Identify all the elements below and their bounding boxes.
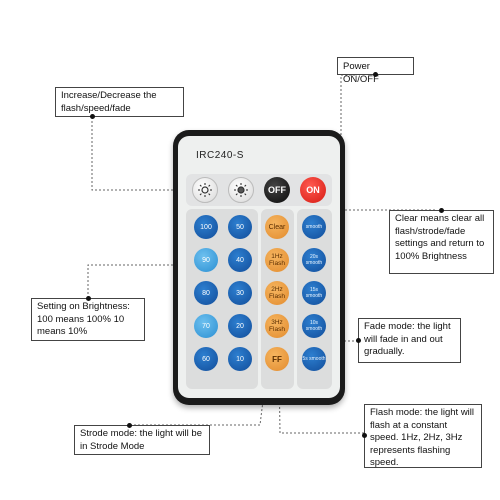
strode-button[interactable]: FF (265, 347, 289, 371)
increase-connector (91, 117, 213, 191)
strode-label: FF (272, 354, 282, 364)
brightness-20-label: 20 (236, 322, 244, 330)
on-label: ON (306, 185, 320, 195)
strode-callout: Strode mode: the light will be in Strode… (74, 423, 210, 455)
off-label: OFF (268, 185, 286, 195)
brightness-connector (87, 264, 190, 298)
brightness-30-button[interactable]: 30 (228, 281, 252, 305)
on-button[interactable]: ON (300, 177, 326, 203)
brightness-100-label: 100 (200, 223, 212, 231)
brightness-20-button[interactable]: 20 (228, 314, 252, 338)
brightness-60-button[interactable]: 60 (194, 347, 218, 371)
remote-face: IRC240-S (178, 136, 340, 398)
brightness-down-button[interactable] (228, 177, 254, 203)
smooth-5s-label: 5s smooth (302, 356, 326, 362)
smooth-15s-button[interactable]: 15s smooth (302, 281, 326, 305)
brightness-10-label: 10 (236, 355, 244, 363)
smooth-15s-label: 15s smooth (305, 287, 323, 299)
increase-callout: Increase/Decrease the flash/speed/fade (55, 87, 184, 119)
remote-control: IRC240-S (173, 130, 345, 405)
flash-1hz-button[interactable]: 1Hz Flash (265, 248, 289, 272)
fade-callout-text: Fade mode: the light will fade in and ou… (364, 321, 451, 357)
strode-callout-text: Strode mode: the light will be in Strode… (80, 428, 202, 452)
brightness-90-button[interactable]: 90 (194, 248, 218, 272)
flash-2hz-label: 2Hz Flash (269, 286, 285, 300)
fade-callout: Fade mode: the light will fade in and ou… (356, 318, 461, 363)
brightness-30-label: 30 (236, 289, 244, 297)
brightness-100-button[interactable]: 100 (194, 215, 218, 239)
flash-callout-text: Flash mode: the light will flash at a co… (370, 407, 475, 468)
brightness-callout: Setting on Brightness: 100 means 100% 10… (31, 296, 145, 341)
brightness-40-label: 40 (236, 256, 244, 264)
flash-callout: Flash mode: the light will flash at a co… (362, 404, 482, 468)
brightness-callout-text: Setting on Brightness: 100 means 100% 10… (37, 301, 130, 337)
brightness-60-label: 60 (202, 355, 210, 363)
brightness-up-button[interactable] (192, 177, 218, 203)
flash-3hz-label: 3Hz Flash (269, 319, 285, 333)
flash-3hz-button[interactable]: 3Hz Flash (265, 314, 289, 338)
brightness-50-label: 50 (236, 223, 244, 231)
clear-button[interactable]: Clear (265, 215, 289, 239)
brightness-40-button[interactable]: 40 (228, 248, 252, 272)
power-callout-text: Power ON/OFF (343, 61, 379, 85)
smooth-20s-label: 20s smooth (305, 254, 323, 266)
smooth-label: smooth (305, 224, 323, 230)
flash-1hz-label: 1Hz Flash (269, 253, 285, 267)
increase-callout-text: Increase/Decrease the flash/speed/fade (61, 90, 157, 114)
off-button[interactable]: OFF (264, 177, 290, 203)
smooth-10s-label: 10s smooth (305, 320, 323, 332)
power-callout: Power ON/OFF (337, 57, 414, 85)
brightness-90-label: 90 (202, 256, 210, 264)
clear-callout: Clear means clear all flash/strode/fade … (389, 208, 494, 274)
smooth-20s-button[interactable]: 20s smooth (302, 248, 326, 272)
brightness-80-label: 80 (202, 289, 210, 297)
sun-icon (198, 183, 212, 197)
model-label: IRC240-S (196, 150, 244, 161)
brightness-50-button[interactable]: 50 (228, 215, 252, 239)
smooth-button[interactable]: smooth (302, 215, 326, 239)
smooth-5s-button[interactable]: 5s smooth (302, 347, 326, 371)
clear-callout-text: Clear means clear all flash/strode/fade … (395, 213, 485, 262)
brightness-70-label: 70 (202, 322, 210, 330)
sun-icon (234, 183, 248, 197)
smooth-10s-button[interactable]: 10s smooth (302, 314, 326, 338)
flash-2hz-button[interactable]: 2Hz Flash (265, 281, 289, 305)
brightness-80-button[interactable]: 80 (194, 281, 218, 305)
clear-label: Clear (268, 223, 286, 231)
brightness-10-button[interactable]: 10 (228, 347, 252, 371)
brightness-70-button[interactable]: 70 (194, 314, 218, 338)
